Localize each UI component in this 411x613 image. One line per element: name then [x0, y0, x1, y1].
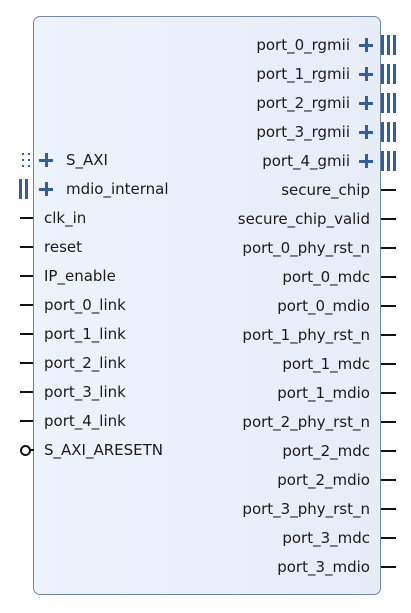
- port-label: port_2_mdc: [282, 442, 370, 460]
- bus-bars-icon: [381, 35, 397, 55]
- plus-icon[interactable]: [359, 38, 373, 52]
- dotted-bus-icon: [20, 151, 32, 169]
- port-label: mdio_internal: [66, 180, 169, 198]
- pin-wire: [381, 450, 396, 452]
- plus-icon[interactable]: [359, 154, 373, 168]
- port-label: port_3_mdc: [282, 529, 370, 547]
- port-label: port_0_link: [44, 296, 126, 314]
- port-label: port_1_phy_rst_n: [242, 326, 370, 344]
- pin-wire: [381, 334, 396, 336]
- pin-wire: [381, 421, 396, 423]
- pin-wire: [381, 566, 396, 568]
- bus-bars-icon: [19, 179, 35, 199]
- port-label: port_3_mdio: [277, 558, 370, 576]
- port-label: port_2_mdio: [277, 471, 370, 489]
- pin-wire: [20, 275, 33, 277]
- plus-icon[interactable]: [39, 182, 53, 196]
- pin-wire: [20, 304, 33, 306]
- port-label: port_0_mdio: [277, 297, 370, 315]
- pin-wire: [381, 276, 396, 278]
- plus-icon[interactable]: [359, 96, 373, 110]
- port-label: port_2_rgmii: [256, 94, 350, 112]
- pin-wire: [381, 537, 396, 539]
- pin-wire: [20, 246, 33, 248]
- port-label: secure_chip_valid: [237, 210, 370, 228]
- plus-icon[interactable]: [359, 125, 373, 139]
- port-label: port_2_phy_rst_n: [242, 413, 370, 431]
- pin-wire: [30, 449, 34, 451]
- pin-wire: [381, 247, 396, 249]
- plus-icon[interactable]: [39, 153, 53, 167]
- port-label: port_3_rgmii: [256, 123, 350, 141]
- pin-wire: [20, 362, 33, 364]
- pin-wire: [20, 333, 33, 335]
- port-label: reset: [44, 238, 82, 256]
- port-label: port_1_link: [44, 325, 126, 343]
- bus-bars-icon: [381, 122, 397, 142]
- port-label: port_3_link: [44, 383, 126, 401]
- port-label: port_0_mdc: [282, 268, 370, 286]
- pin-wire: [381, 363, 396, 365]
- port-label: port_4_link: [44, 412, 126, 430]
- pin-wire: [381, 189, 396, 191]
- bus-bars-icon: [381, 93, 397, 113]
- bus-bars-icon: [381, 64, 397, 84]
- port-label: port_0_rgmii: [256, 36, 350, 54]
- port-label: port_1_rgmii: [256, 65, 350, 83]
- bus-bars-icon: [381, 151, 397, 171]
- port-label: port_4_gmii: [262, 152, 350, 170]
- pin-wire: [381, 305, 396, 307]
- port-label: clk_in: [44, 209, 87, 227]
- pin-wire: [20, 391, 33, 393]
- port-label: port_1_mdio: [277, 384, 370, 402]
- port-label: port_2_link: [44, 354, 126, 372]
- port-label: S_AXI_ARESETN: [44, 441, 164, 459]
- plus-icon[interactable]: [359, 67, 373, 81]
- pin-wire: [20, 217, 33, 219]
- port-label: port_1_mdc: [282, 355, 370, 373]
- pin-wire: [20, 420, 33, 422]
- port-label: IP_enable: [44, 267, 116, 285]
- port-label: secure_chip: [281, 181, 370, 199]
- pin-wire: [381, 479, 396, 481]
- ip-block[interactable]: [33, 16, 381, 595]
- port-label: port_3_phy_rst_n: [242, 500, 370, 518]
- pin-wire: [381, 392, 396, 394]
- port-label: S_AXI: [66, 151, 108, 169]
- port-label: port_0_phy_rst_n: [242, 239, 370, 257]
- pin-wire: [381, 218, 396, 220]
- pin-wire: [381, 508, 396, 510]
